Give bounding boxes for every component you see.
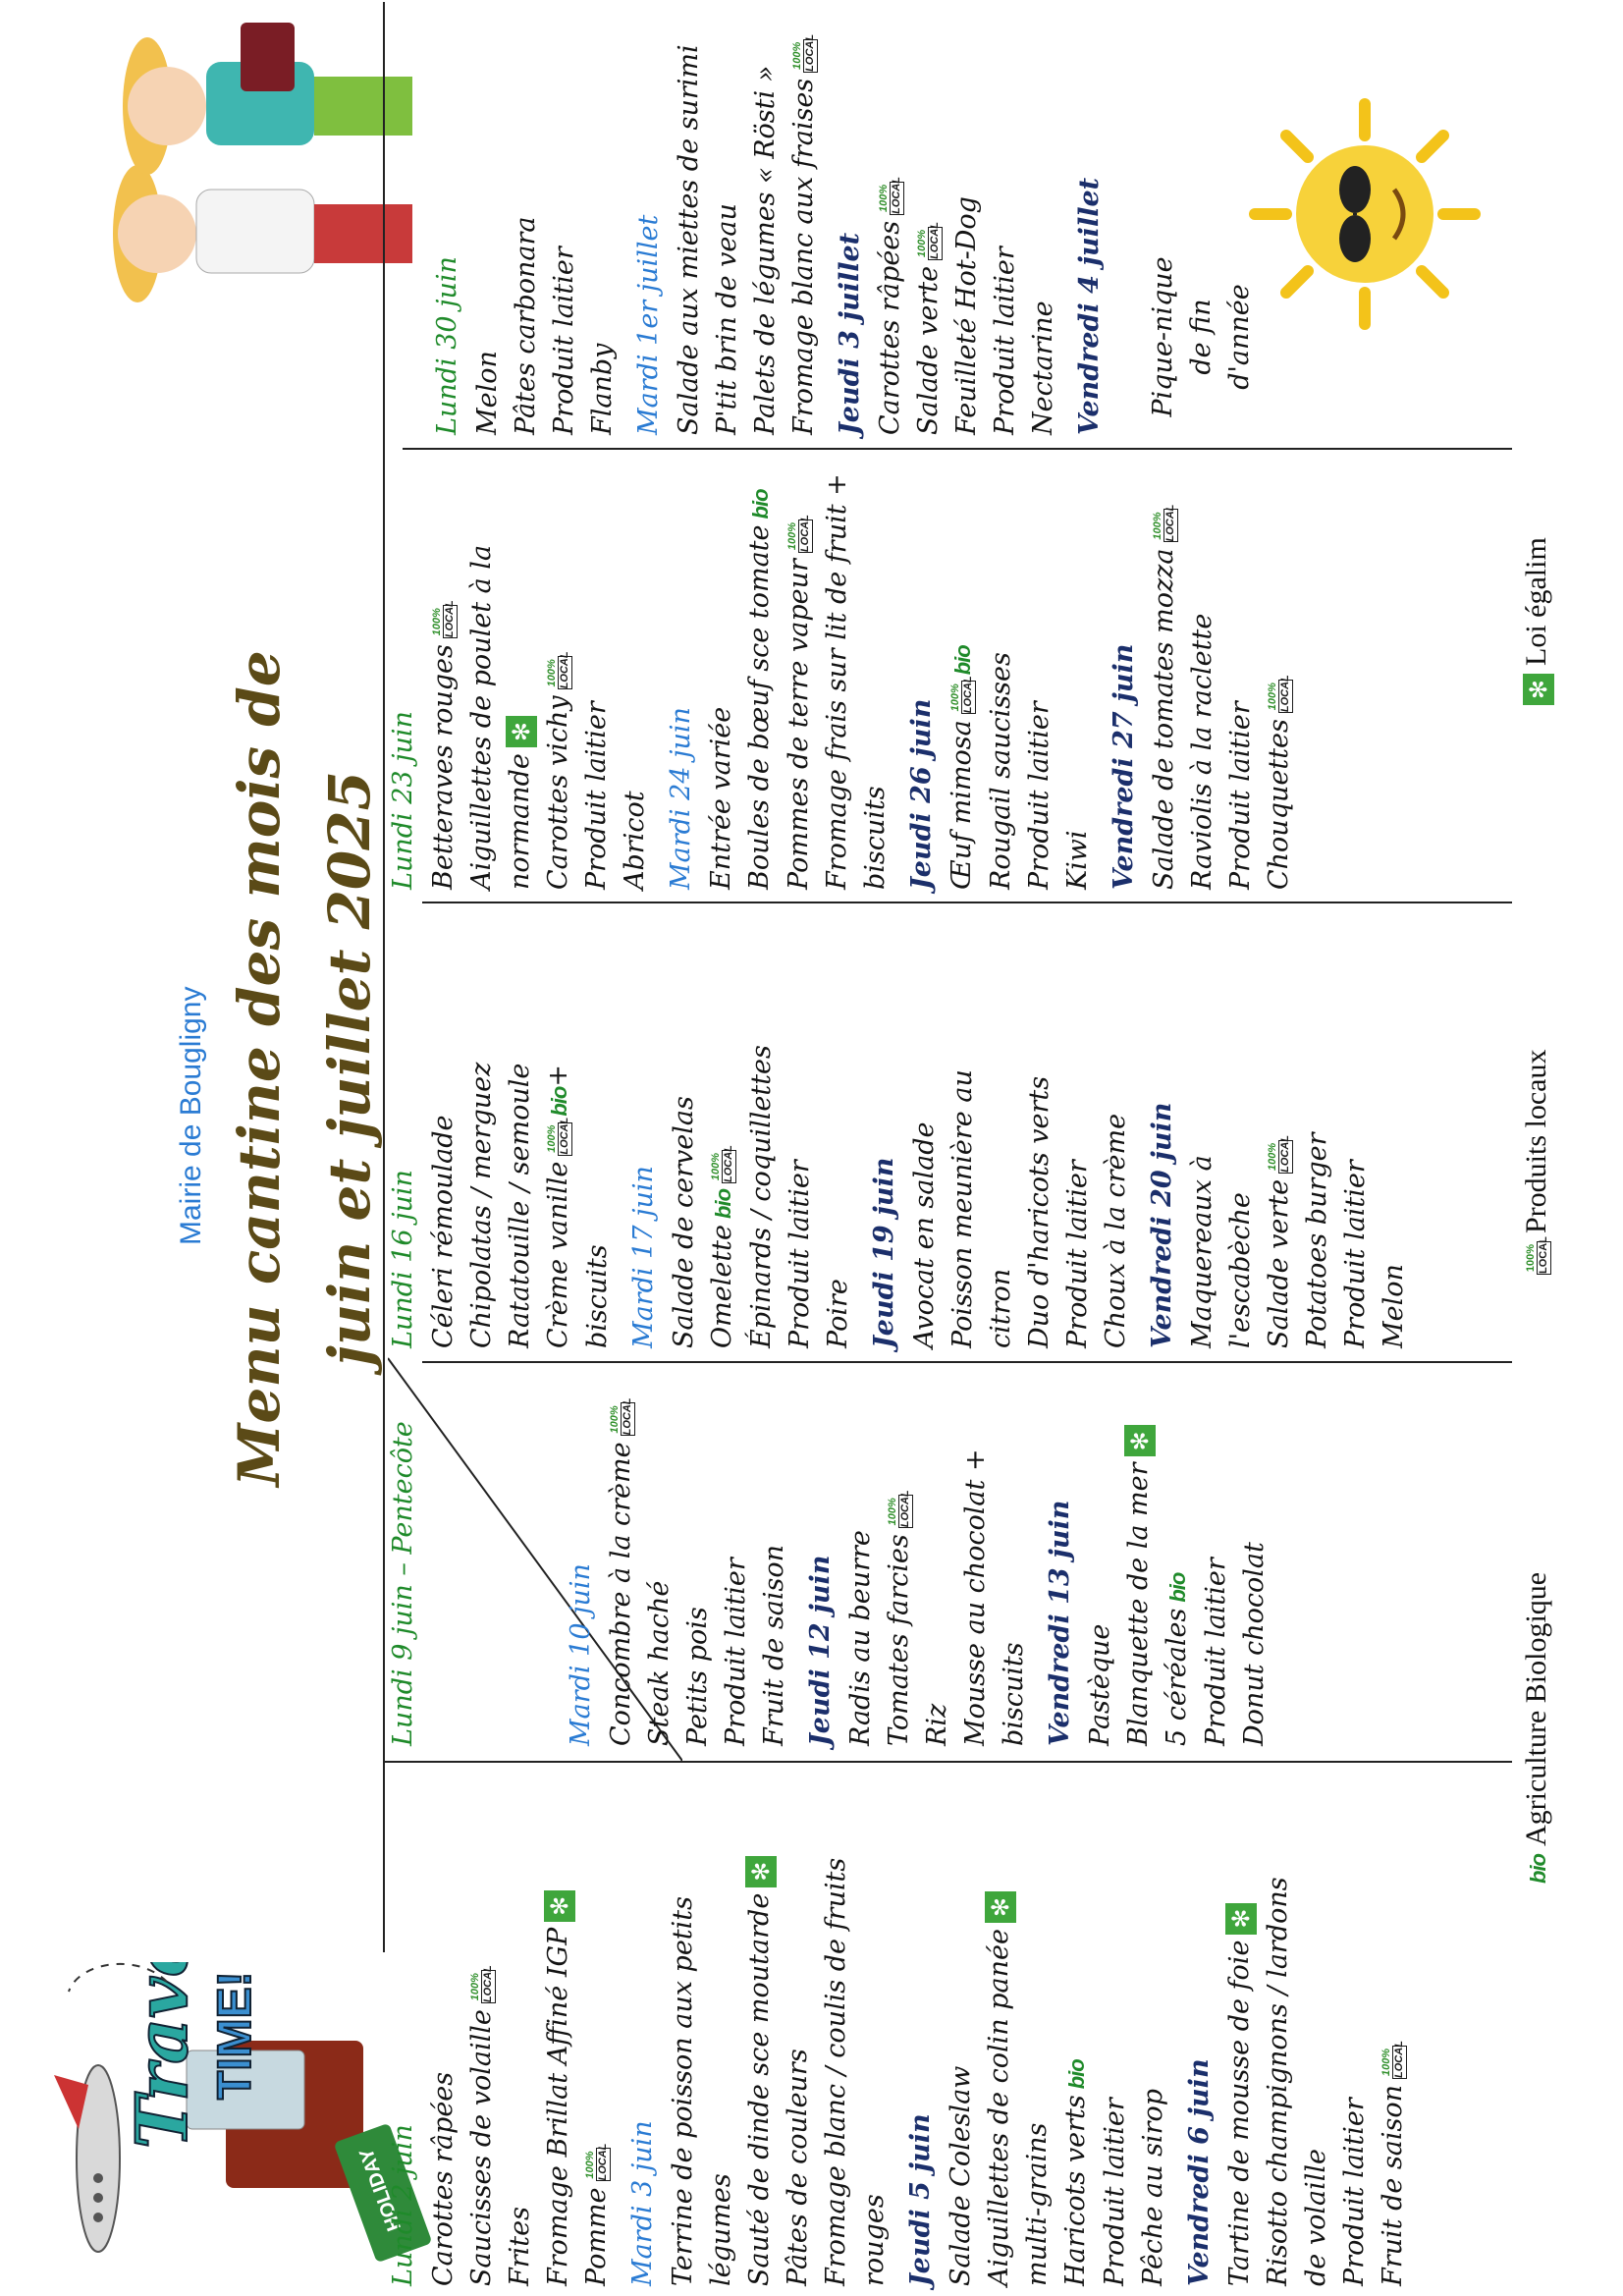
dish-item: Saucisses de volaille 100%LOCAL bbox=[462, 1766, 501, 2286]
dish-item: Pomme 100%LOCAL bbox=[577, 1766, 616, 2286]
local-word: LOCAL bbox=[480, 1965, 496, 2004]
local-word: LOCAL bbox=[595, 2143, 611, 2182]
bio-badge-icon: bio bbox=[1064, 2059, 1089, 2090]
local-word: LOCAL bbox=[1391, 2041, 1407, 2079]
local-pct: 100% bbox=[583, 2151, 596, 2179]
dish-item: Terrine de poisson aux petits bbox=[668, 1896, 698, 2286]
week1-container: Lundi 2 juin Carottes râpées Saucisses d… bbox=[388, 1766, 1412, 2286]
dish-item: Tartine de mousse de foie bbox=[1220, 1766, 1259, 2286]
travel-word: Travel bbox=[120, 1962, 203, 2149]
pentecote-strike-line bbox=[388, 1357, 682, 1761]
egalim-badge-icon bbox=[744, 1855, 777, 1887]
local-pct: 100% bbox=[468, 1973, 481, 2001]
dish-item: Frites bbox=[505, 2207, 535, 2286]
day-label: Mardi 3 juin bbox=[627, 2120, 658, 2286]
dish-item: Fruit de saison 100%LOCAL bbox=[1374, 1766, 1412, 2286]
dish-item: Carottes râpées bbox=[428, 2071, 459, 2286]
dish-item: Salade Coleslaw bbox=[946, 2065, 976, 2286]
egalim-badge-icon bbox=[1224, 1902, 1257, 1935]
dish-text: Aiguillettes de colin panée bbox=[984, 1929, 1014, 2286]
sun-sunglasses-icon bbox=[1249, 98, 1481, 330]
dish-item: Haricots verts bio bbox=[1056, 1766, 1096, 2286]
local-pct: 100% bbox=[1380, 2048, 1392, 2077]
day-mardi-3-juin: Mardi 3 juin Terrine de poisson aux peti… bbox=[627, 1766, 893, 2286]
travel-time-illustration: HOLIDAY Travel TIME! bbox=[54, 1962, 431, 2262]
egalim-badge-icon bbox=[984, 1891, 1016, 1923]
dish-text: Fruit de saison bbox=[1378, 2084, 1408, 2286]
dish-text: Tartine de mousse de foie bbox=[1224, 1940, 1255, 2286]
dish-item: Aiguillettes de colin panée bbox=[980, 1766, 1018, 2286]
egalim-badge-icon bbox=[543, 1889, 575, 1922]
day-jeudi-5-juin: Jeudi 5 juin Salade Coleslaw Aiguillette… bbox=[905, 1766, 1172, 2286]
day-lundi-2-juin: Lundi 2 juin Carottes râpées Saucisses d… bbox=[388, 1766, 616, 2286]
dish-item: légumes bbox=[706, 2173, 736, 2286]
dish-text: Sauté de dinde sce moutarde bbox=[744, 1892, 775, 2286]
day-label: Vendredi 6 juin bbox=[1184, 2058, 1215, 2286]
dish-item: de volaille bbox=[1301, 2149, 1331, 2286]
dish-item: rouges bbox=[859, 2194, 890, 2286]
day-vendredi-6-juin: Vendredi 6 juin Tartine de mousse de foi… bbox=[1184, 1766, 1412, 2286]
dish-text: Fromage Brillat Affiné IGP bbox=[543, 1927, 573, 2286]
dish-item: Produit laitier bbox=[1339, 2098, 1370, 2286]
day-label: Jeudi 5 juin bbox=[905, 2113, 936, 2286]
dish-item: Fromage Brillat Affiné IGP bbox=[539, 1766, 577, 2286]
travellers-illustration bbox=[113, 23, 412, 302]
dish-text: Saucisses de volaille bbox=[466, 2009, 497, 2286]
dish-item: Pâtes de couleurs bbox=[783, 2049, 813, 2286]
time-word: TIME! bbox=[209, 1971, 261, 2100]
dish-item: Risotto champignons / lardons bbox=[1263, 1877, 1293, 2286]
local-badge-icon: 100%LOCAL bbox=[468, 1965, 496, 2004]
local-badge-icon: 100%LOCAL bbox=[583, 2143, 611, 2182]
dish-text: Pomme bbox=[581, 2187, 612, 2286]
dish-item: Pêche au sirop bbox=[1138, 2088, 1168, 2286]
local-badge-icon: 100%LOCAL bbox=[1380, 2041, 1407, 2079]
dish-text: Haricots verts bbox=[1060, 2095, 1091, 2286]
dish-item: Sauté de dinde sce moutarde bbox=[740, 1766, 779, 2286]
dish-item: Produit laitier bbox=[1100, 2098, 1130, 2286]
dish-item: Fromage blanc / coulis de fruits bbox=[821, 1857, 851, 2286]
dish-item: multi-grains bbox=[1022, 2122, 1053, 2286]
day-label: Lundi 2 juin bbox=[388, 2124, 418, 2286]
